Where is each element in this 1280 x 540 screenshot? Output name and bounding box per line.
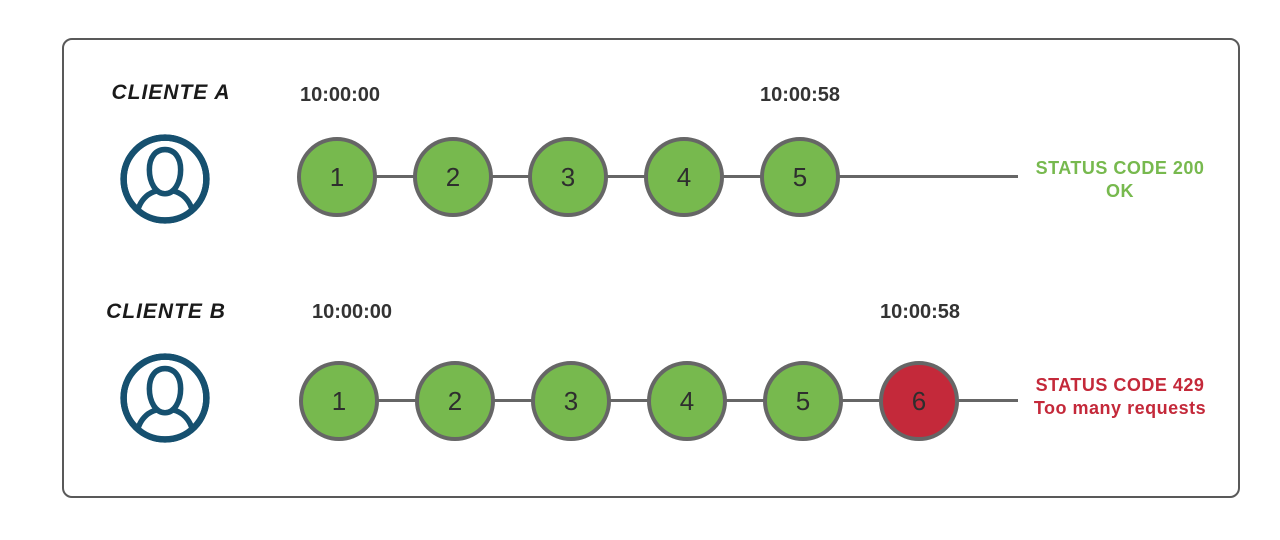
status-code-text: STATUS CODE 429 (1035, 375, 1205, 395)
request-circle-rejected: 6 (879, 361, 959, 441)
client-a-label: CLIENTE A (111, 81, 231, 104)
request-circle: 3 (531, 361, 611, 441)
request-number: 2 (447, 385, 463, 416)
request-number: 2 (445, 161, 461, 192)
client-b-label: CLIENTE B (106, 300, 226, 323)
status-message-text: Too many requests (1033, 397, 1207, 418)
row-a-status: STATUS CODE 200 OK (1015, 157, 1225, 202)
diagram-frame (62, 38, 1240, 498)
request-number: 1 (329, 161, 345, 192)
row-a-start-timestamp: 10:00:00 (299, 84, 381, 106)
status-message-text: OK (1106, 180, 1134, 201)
user-icon (120, 353, 210, 443)
request-circle: 5 (760, 137, 840, 217)
request-circle: 2 (415, 361, 495, 441)
request-number: 1 (331, 385, 347, 416)
request-circle: 5 (763, 361, 843, 441)
status-code-text: STATUS CODE 200 (1035, 158, 1205, 178)
request-circle: 4 (647, 361, 727, 441)
request-number: 4 (676, 161, 692, 192)
row-b-status: STATUS CODE 429 Too many requests (1015, 374, 1225, 419)
request-number: 4 (679, 385, 695, 416)
request-circle: 1 (299, 361, 379, 441)
user-icon (120, 134, 210, 224)
row-b-end-timestamp: 10:00:58 (879, 301, 961, 323)
request-number: 5 (792, 161, 808, 192)
row-a-end-timestamp: 10:00:58 (759, 84, 841, 106)
request-number: 3 (563, 385, 579, 416)
request-circle: 2 (413, 137, 493, 217)
request-number: 3 (560, 161, 576, 192)
request-number: 6 (911, 385, 927, 416)
request-number: 5 (795, 385, 811, 416)
row-b-start-timestamp: 10:00:00 (311, 301, 393, 323)
request-circle: 3 (528, 137, 608, 217)
request-circle: 4 (644, 137, 724, 217)
request-circle: 1 (297, 137, 377, 217)
